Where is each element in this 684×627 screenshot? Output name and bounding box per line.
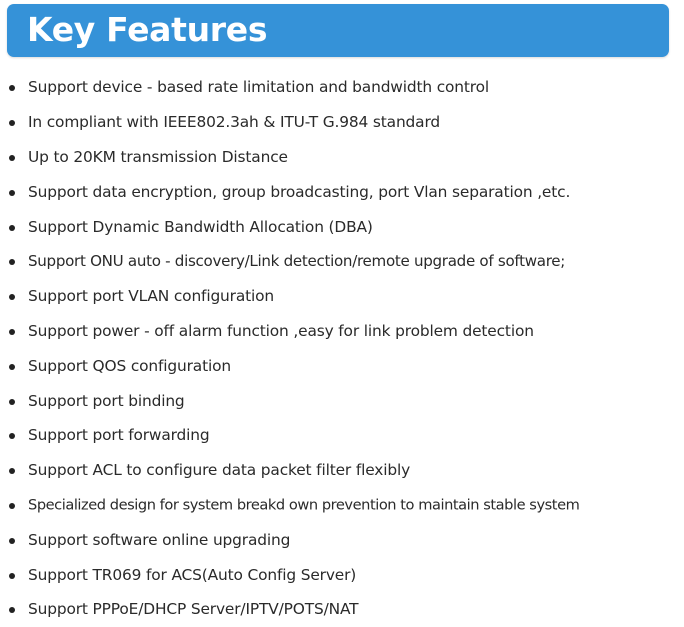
list-item: Support QOS configuration (0, 348, 684, 383)
bullet-icon (9, 224, 15, 231)
list-item: Support port binding (0, 383, 684, 418)
bullet-icon (9, 502, 15, 509)
list-item: Support device - based rate limitation a… (0, 70, 684, 105)
bullet-icon (9, 537, 15, 544)
list-item: Support port forwarding (0, 418, 684, 453)
feature-text: Specialized design for system breakd own… (28, 496, 580, 514)
feature-text: Support QOS configuration (28, 356, 231, 375)
feature-text: Support PPPoE/DHCP Server/IPTV/POTS/NAT (28, 600, 359, 619)
feature-text: Support device - based rate limitation a… (28, 78, 490, 97)
bullet-icon (9, 294, 15, 301)
feature-text: Up to 20KM transmission Distance (28, 147, 288, 166)
feature-text: Support data encryption, group broadcast… (28, 182, 571, 201)
bullet-icon (9, 189, 15, 196)
feature-text: Support ACL to configure data packet fil… (28, 461, 411, 480)
list-item: Support ACL to configure data packet fil… (0, 453, 684, 488)
header-title: Key Features (27, 10, 268, 49)
bullet-icon (9, 607, 15, 614)
feature-text: Support port forwarding (28, 426, 210, 445)
list-item: Support ONU auto - discovery/Link detect… (0, 244, 684, 279)
bullet-icon (9, 85, 15, 92)
list-item: Specialized design for system breakd own… (0, 488, 684, 523)
list-item: Support TR069 for ACS(Auto Config Server… (0, 557, 684, 592)
bullet-icon (9, 154, 15, 161)
bullet-icon (9, 363, 15, 370)
list-item: Support data encryption, group broadcast… (0, 174, 684, 209)
bullet-icon (9, 120, 15, 127)
feature-text: Support TR069 for ACS(Auto Config Server… (28, 565, 357, 584)
list-item: Support PPPoE/DHCP Server/IPTV/POTS/NAT (0, 592, 684, 627)
key-features-header: Key Features (7, 4, 669, 57)
list-item: Up to 20KM transmission Distance (0, 140, 684, 175)
list-item: Support power - off alarm function ,easy… (0, 314, 684, 349)
list-item: In compliant with IEEE802.3ah & ITU-T G.… (0, 105, 684, 140)
feature-text: Support port binding (28, 391, 185, 410)
feature-list: Support device - based rate limitation a… (0, 70, 684, 627)
list-item: Support port VLAN configuration (0, 279, 684, 314)
feature-text: Support Dynamic Bandwidth Allocation (DB… (28, 217, 373, 236)
feature-text: Support port VLAN configuration (28, 287, 275, 306)
feature-text: In compliant with IEEE802.3ah & ITU-T G.… (28, 113, 440, 132)
bullet-icon (9, 398, 15, 405)
bullet-icon (9, 433, 15, 440)
feature-text: Support power - off alarm function ,easy… (28, 321, 534, 340)
list-item: Support Dynamic Bandwidth Allocation (DB… (0, 209, 684, 244)
feature-text: Support software online upgrading (28, 530, 291, 549)
feature-text: Support ONU auto - discovery/Link detect… (28, 252, 566, 271)
bullet-icon (9, 328, 15, 335)
bullet-icon (9, 259, 15, 266)
bullet-icon (9, 468, 15, 475)
list-item: Support software online upgrading (0, 522, 684, 557)
bullet-icon (9, 572, 15, 579)
